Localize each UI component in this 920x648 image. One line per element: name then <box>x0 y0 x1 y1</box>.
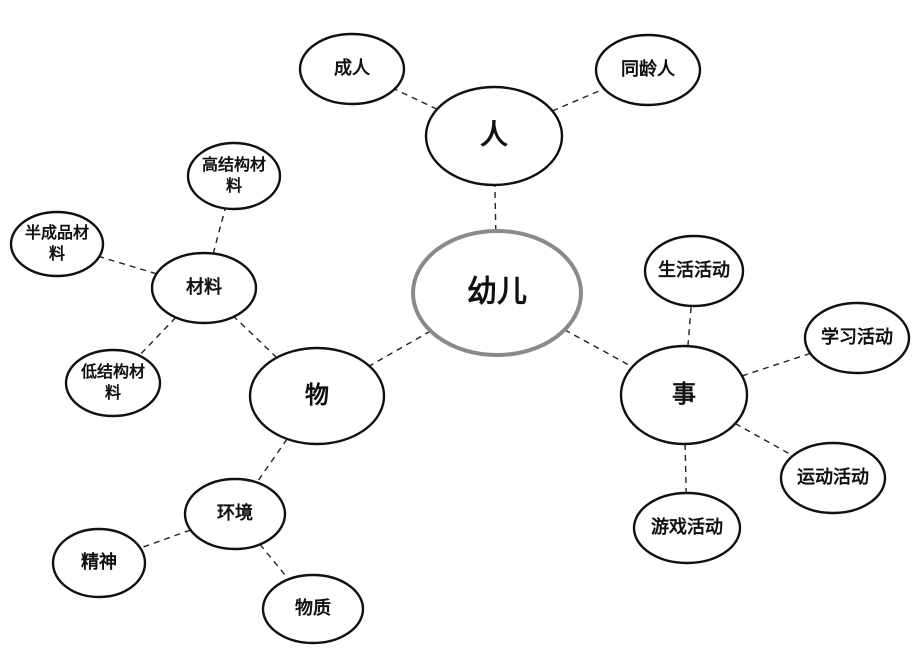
edge-center-to-event <box>564 329 633 368</box>
node-spirit-label: 精神 <box>81 551 117 573</box>
edge-environment-to-spirit <box>140 529 191 549</box>
node-materials-label: 材料 <box>186 276 222 298</box>
node-peer-label: 同龄人 <box>621 58 676 80</box>
node-adult-label: 成人 <box>334 57 371 79</box>
node-low-structure-label: 料 <box>105 383 121 402</box>
edge-materials-to-high-structure <box>212 208 226 254</box>
node-sport-activity-label: 运动活动 <box>797 466 869 488</box>
node-sport-activity: 运动活动 <box>779 441 887 515</box>
node-environment-ellipse <box>183 477 287 551</box>
node-peer-ellipse <box>594 33 702 107</box>
node-life-activity-label: 生活活动 <box>658 259 730 281</box>
nodes-layer: 幼儿人成人同龄人事生活活动学习活动运动活动游戏活动物材料高结构材料半成品材料低结… <box>9 32 911 645</box>
node-center-ellipse <box>411 229 583 357</box>
node-thing-ellipse <box>248 346 386 446</box>
node-materials-ellipse <box>150 251 258 325</box>
node-game-activity-ellipse <box>632 491 742 565</box>
node-thing-label: 物 <box>305 381 329 409</box>
node-person: 人 <box>424 85 564 187</box>
node-life-activity: 生活活动 <box>643 234 745 308</box>
node-study-activity-ellipse <box>803 301 911 375</box>
node-high-structure-label: 高结构材 <box>202 155 266 174</box>
edge-materials-to-semi-finished <box>99 255 157 275</box>
node-low-structure-ellipse <box>64 348 162 418</box>
node-high-structure-ellipse <box>186 141 282 211</box>
edge-event-to-life-activity <box>687 305 692 347</box>
node-semi-finished-label: 料 <box>49 244 65 263</box>
node-semi-finished-ellipse <box>9 210 105 278</box>
node-center-label: 幼儿 <box>467 275 527 310</box>
node-person-label: 人 <box>480 118 508 151</box>
edge-event-to-study-activity <box>741 352 811 377</box>
node-thing: 物 <box>248 346 386 446</box>
node-high-structure-label: 料 <box>226 176 242 195</box>
edge-center-to-thing <box>369 330 431 367</box>
node-material-env-label: 物质 <box>295 597 331 619</box>
node-adult: 成人 <box>298 32 406 106</box>
node-sport-activity-ellipse <box>779 441 887 515</box>
edge-thing-to-environment <box>256 438 288 483</box>
node-game-activity: 游戏活动 <box>632 491 742 565</box>
node-study-activity-label: 学习活动 <box>821 326 893 348</box>
edge-event-to-sport-activity <box>734 422 794 457</box>
node-event-label: 事 <box>672 380 696 408</box>
node-spirit: 精神 <box>51 527 147 599</box>
node-game-activity-label: 游戏活动 <box>651 516 723 538</box>
edges-layer <box>99 88 811 580</box>
node-environment-label: 环境 <box>217 502 253 524</box>
edge-event-to-game-activity <box>684 443 687 494</box>
node-event-ellipse <box>619 344 749 446</box>
edge-materials-to-low-structure <box>138 316 177 357</box>
edge-person-to-adult <box>394 88 438 110</box>
node-materials: 材料 <box>150 251 258 325</box>
edge-person-to-peer <box>552 88 605 112</box>
node-event: 事 <box>619 344 749 446</box>
node-adult-ellipse <box>298 32 406 106</box>
node-spirit-ellipse <box>51 527 147 599</box>
edge-environment-to-material-env <box>259 543 290 580</box>
node-low-structure-label: 低结构材 <box>80 362 145 381</box>
node-person-ellipse <box>424 85 564 187</box>
edge-center-to-person <box>494 184 497 232</box>
edge-thing-to-materials <box>233 316 278 359</box>
node-study-activity: 学习活动 <box>803 301 911 375</box>
node-peer: 同龄人 <box>594 33 702 107</box>
node-environment: 环境 <box>183 477 287 551</box>
node-material-env: 物质 <box>261 573 365 645</box>
node-life-activity-ellipse <box>643 234 745 308</box>
node-material-env-ellipse <box>261 573 365 645</box>
node-semi-finished-label: 半成品材 <box>25 223 89 242</box>
node-center: 幼儿 <box>411 229 583 357</box>
